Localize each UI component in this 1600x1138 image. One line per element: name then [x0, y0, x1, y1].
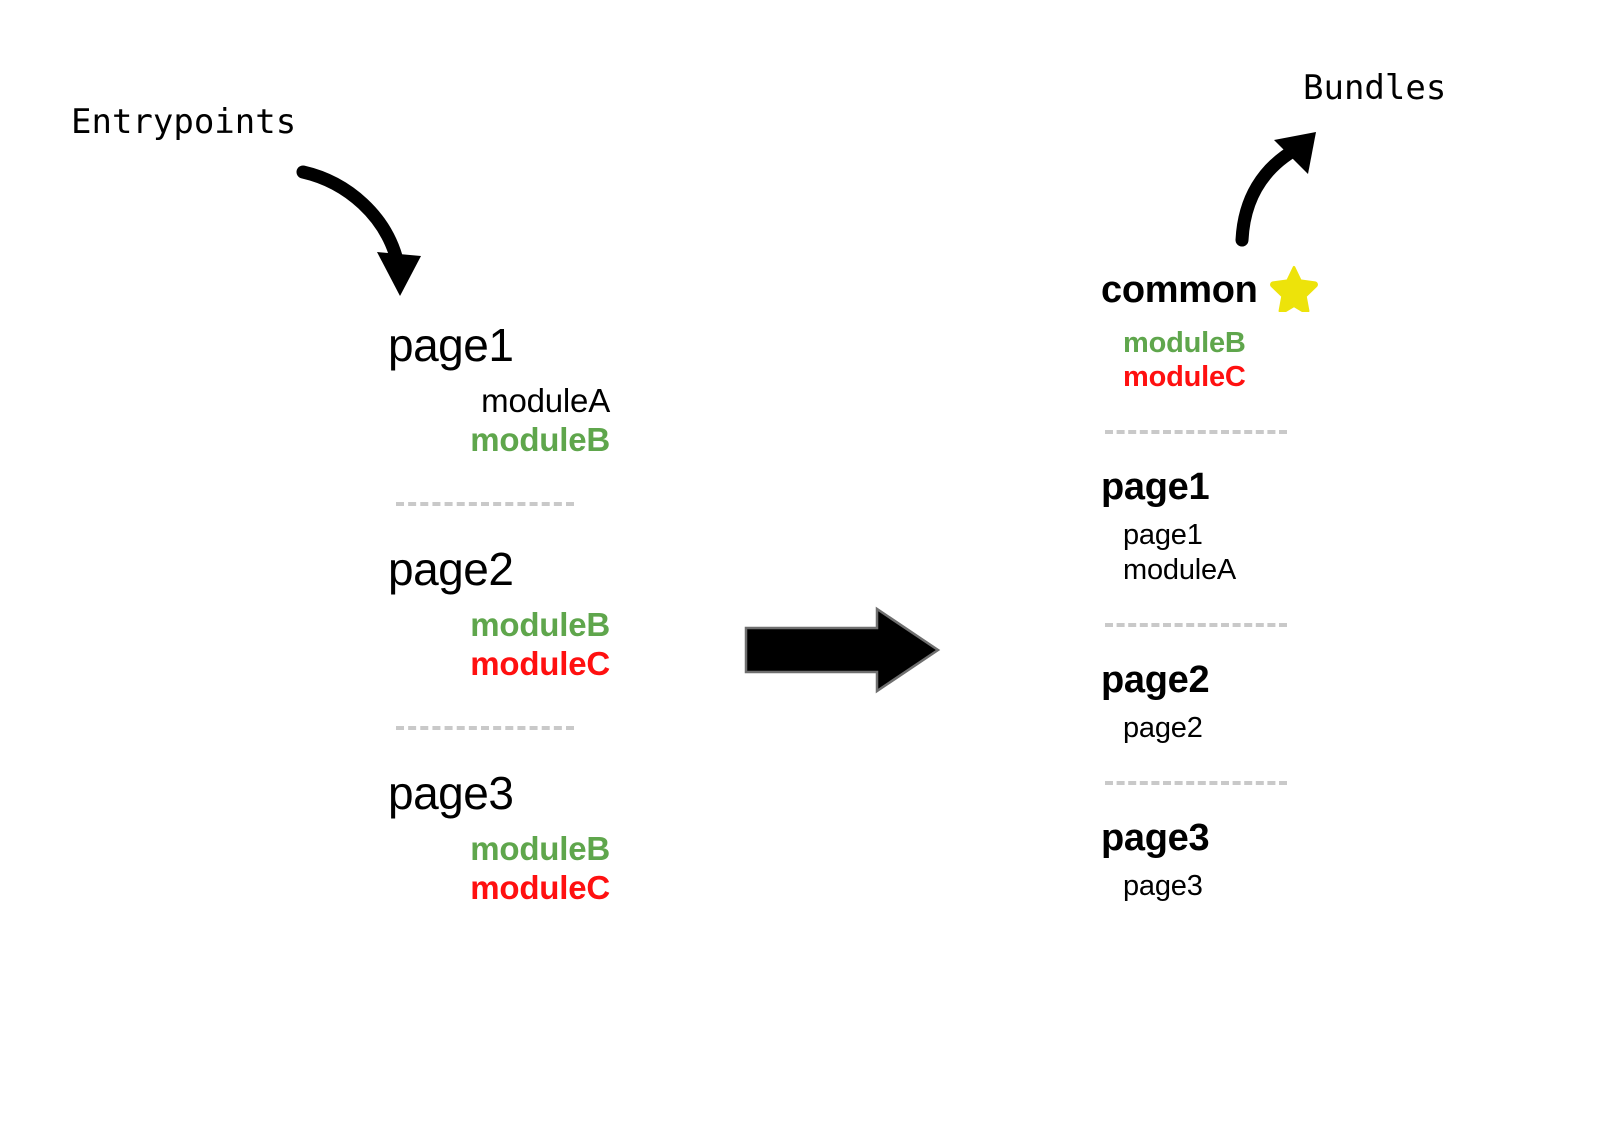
- bundle-module-item: page3: [1123, 870, 1203, 903]
- entrypoint-group-title: page2: [388, 542, 514, 595]
- entrypoint-group: page3 moduleB moduleC: [388, 770, 618, 908]
- star-icon: [1269, 264, 1318, 314]
- module-item: moduleC: [470, 644, 610, 682]
- entrypoints-label: Entrypoints: [71, 102, 297, 142]
- right-arrow-icon: [742, 605, 952, 700]
- entrypoint-group-title: page3: [388, 766, 514, 819]
- bundle-group-items: page3: [1101, 869, 1331, 903]
- bundle-module-item: moduleB: [1123, 327, 1246, 359]
- module-item: moduleB: [470, 420, 610, 458]
- bundle-group: page2 page2: [1101, 661, 1331, 745]
- bundle-group-title-text: page1: [1101, 466, 1210, 509]
- entrypoints-column: page1 moduleA moduleB page2 moduleB modu…: [388, 322, 618, 908]
- entrypoint-group-items: moduleA moduleB: [388, 382, 618, 460]
- bundle-group-title: page3: [1101, 819, 1331, 857]
- module-item: moduleB: [470, 605, 610, 643]
- entrypoint-group: page1 moduleA moduleB: [388, 322, 618, 460]
- group-divider: [396, 725, 574, 730]
- bundle-group-items: moduleB moduleC: [1101, 326, 1331, 394]
- entrypoint-group: page2 moduleB moduleC: [388, 546, 618, 684]
- group-divider: [1105, 622, 1287, 627]
- module-item: moduleB: [470, 829, 610, 867]
- module-item: moduleA: [481, 382, 610, 419]
- bundle-module-item: page2: [1123, 711, 1203, 744]
- bundle-module-item: page1: [1123, 519, 1203, 552]
- bundles-label: Bundles: [1303, 68, 1447, 108]
- bundle-group-title: page2: [1101, 661, 1331, 699]
- bundle-group-title: common: [1101, 264, 1331, 314]
- bundle-group-items: page1 moduleA: [1101, 518, 1331, 586]
- entrypoint-group-items: moduleB moduleC: [388, 606, 618, 684]
- bundle-module-item: moduleA: [1123, 553, 1237, 586]
- module-item: moduleC: [470, 868, 610, 906]
- group-divider: [1105, 430, 1287, 435]
- bundle-group-items: page2: [1101, 711, 1331, 745]
- bundle-group: page1 page1 moduleA: [1101, 468, 1331, 586]
- curved-arrow-up-right-icon: [1228, 128, 1338, 253]
- bundle-group: common moduleB moduleC: [1101, 264, 1331, 394]
- bundle-group-title-text: common: [1101, 269, 1258, 311]
- curved-arrow-down-right-icon: [295, 160, 425, 305]
- bundle-group: page3 page3: [1101, 819, 1331, 903]
- bundle-group-title: page1: [1101, 468, 1331, 506]
- entrypoint-group-items: moduleB moduleC: [388, 830, 618, 908]
- group-divider: [396, 501, 574, 506]
- bundle-group-title-text: page2: [1101, 658, 1210, 701]
- bundles-column: common moduleB moduleC page1 page1 modul…: [1101, 264, 1331, 903]
- entrypoint-group-title: page1: [388, 319, 514, 371]
- bundle-module-item: moduleC: [1123, 361, 1246, 394]
- bundle-group-title-text: page3: [1101, 817, 1210, 860]
- group-divider: [1105, 781, 1287, 786]
